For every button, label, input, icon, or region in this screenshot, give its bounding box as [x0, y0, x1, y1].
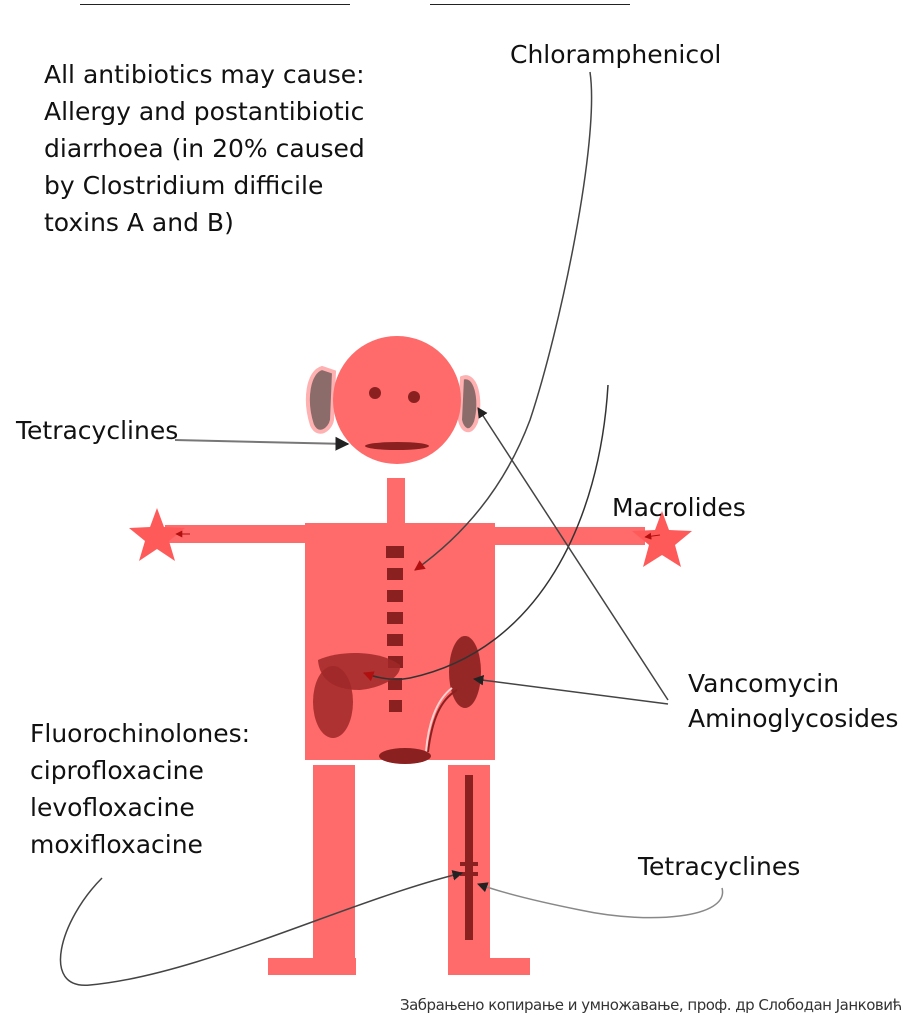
general-adverse-effects-note: All antibiotics may cause: Allergy and p…: [44, 56, 365, 241]
left-eye: [369, 387, 381, 399]
liver-lower: [313, 666, 353, 738]
copyright-notice: Забрањено копирање и умножавање, проф. д…: [400, 996, 902, 1014]
bladder: [379, 748, 431, 764]
arrow-vancomycin-ear: [478, 408, 668, 700]
left-foot: [268, 958, 356, 975]
bone-growth-plate-2: [460, 872, 478, 876]
tibia-bone: [465, 775, 473, 940]
label-fluoroquinolones: Fluorochinolones: ciprofloxacine levoflo…: [30, 715, 250, 863]
left-ear: [308, 368, 334, 432]
neck: [387, 478, 405, 524]
label-vancomycin: Vancomycin: [688, 665, 839, 702]
label-tetracyclines-teeth: Tetracyclines: [16, 412, 178, 449]
right-foot: [448, 958, 530, 975]
arrow-vancomycin-kidney: [474, 679, 668, 704]
label-tetracyclines-bone: Tetracyclines: [638, 848, 800, 885]
label-macrolides: Macrolides: [612, 489, 746, 526]
arrow-tetracyclines-teeth: [175, 440, 348, 444]
label-chloramphenicol: Chloramphenicol: [510, 36, 721, 73]
arrow-fluoroquinolones: [60, 873, 462, 985]
kidney: [449, 636, 481, 708]
arrow-tetracyclines-bone: [478, 884, 723, 918]
bone-growth-plate: [460, 862, 478, 866]
left-leg: [313, 765, 355, 960]
right-ear: [460, 377, 478, 430]
arrow-chloramphenicol: [415, 72, 592, 570]
mouth: [365, 442, 429, 450]
label-aminoglycosides: Aminoglycosides: [688, 700, 898, 737]
right-eye: [408, 391, 420, 403]
